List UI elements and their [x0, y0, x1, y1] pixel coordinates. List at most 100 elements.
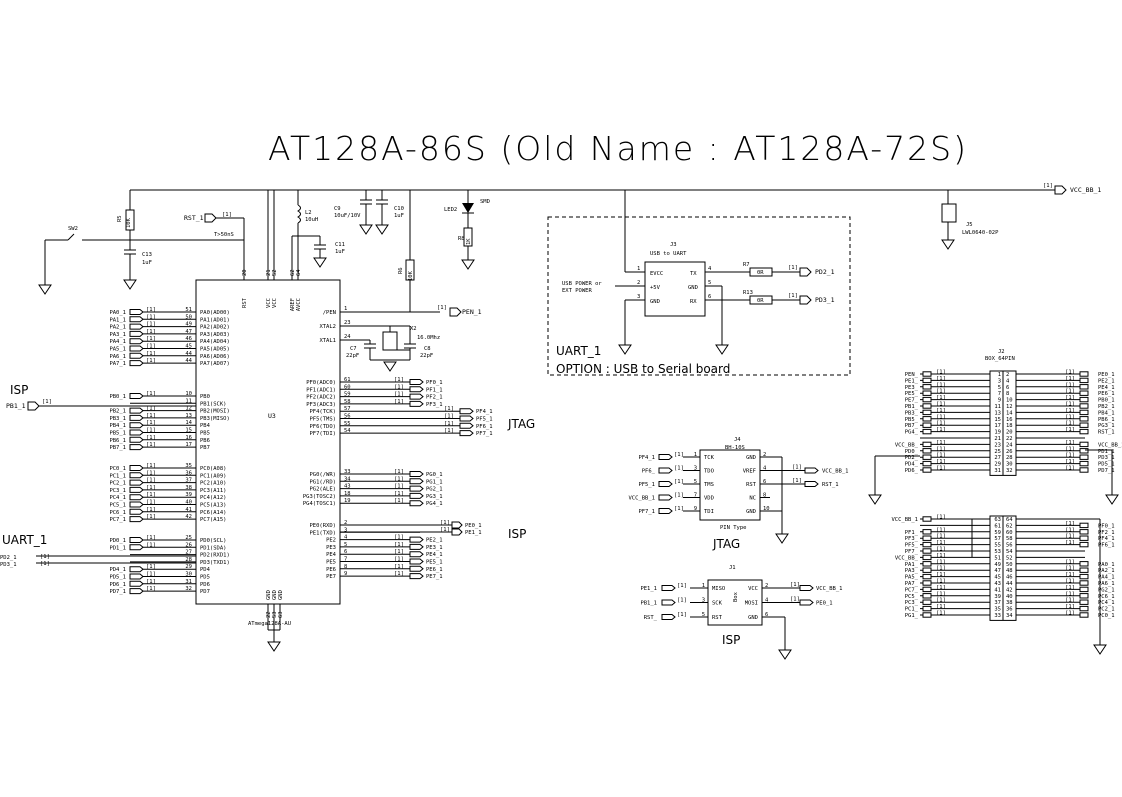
mcu-pin-name: PC0(A08) [200, 466, 227, 472]
j2-net-label: PE3_ [905, 385, 919, 391]
net-tag: [1] [1065, 611, 1075, 617]
j2-pin-num: 57 [994, 536, 1001, 542]
svg-text:GND: GND [688, 285, 698, 291]
mcu-net-label: PD0_1 [109, 538, 126, 544]
svg-text:16.0Mhz: 16.0Mhz [417, 335, 440, 341]
svg-text:[1]: [1] [788, 293, 798, 299]
j2-net-label: PB3_ [905, 410, 919, 416]
j2-net-label: PA7_ [905, 581, 919, 587]
svg-text:PD2_1: PD2_1 [0, 555, 17, 561]
j2-pin-num: 47 [994, 568, 1001, 574]
mcu-pin-name: PF2(ADC2) [306, 395, 336, 401]
j1-box-label: Box [733, 591, 739, 602]
mcu-pin-num: 63 [278, 611, 284, 618]
j2-net-label: PD3_1 [1098, 455, 1115, 461]
svg-text:PEN_1: PEN_1 [462, 308, 482, 316]
uart-section-label: UART_1 [2, 533, 47, 547]
mcu-pin-name: PD4 [200, 567, 211, 573]
mcu-net-label: PC4_1 [109, 495, 126, 501]
net-tag: [1] [146, 442, 156, 448]
mcu-pin-name: PG0(/WR) [310, 472, 337, 478]
svg-text:EVCC: EVCC [650, 271, 663, 277]
mcu-pin-name: PF6(TDO) [310, 424, 337, 430]
j2-pin-num: 6 [1006, 385, 1009, 391]
mcu-pin-num: 19 [344, 498, 351, 504]
j2-pin-num: 59 [994, 530, 1001, 536]
net-tag: [1] [146, 406, 156, 412]
mcu-pin-num: 11 [185, 398, 192, 404]
mcu-pin-num: 2 [344, 520, 347, 526]
mcu-pin-num: 36 [185, 470, 192, 476]
j4-pin-num: 1 [694, 452, 697, 458]
mcu-net-label: PA3_1 [109, 332, 126, 338]
j2-net-label: PF3_ [905, 536, 919, 542]
j2-pin-num: 62 [1006, 523, 1013, 529]
sw2-switch [67, 233, 75, 241]
mcu-net-label: PA6_1 [109, 354, 126, 360]
net-tag: [1] [444, 414, 454, 420]
j2-net-label: RST_1 [1098, 430, 1115, 436]
svg-text:2: 2 [637, 280, 640, 286]
mcu-net-label: PD4_1 [109, 567, 126, 573]
j1-net-label: RST_ [644, 615, 658, 621]
net-tag: [1] [146, 579, 156, 585]
mcu-pin-num: 23 [344, 320, 351, 326]
mcu-net-label: PB2_1 [109, 409, 126, 415]
j2-pin-num: 41 [994, 587, 1001, 593]
mcu-pin-name: PC2(A10) [200, 481, 227, 487]
net-tag: [1] [444, 406, 454, 412]
j2-net-label: PA4_1 [1098, 575, 1115, 581]
net-tag: [1] [936, 421, 946, 427]
mcu-pin-num: 45 [185, 344, 192, 350]
j2-net-label: PE0_1 [1098, 372, 1115, 378]
svg-text:R13: R13 [743, 290, 753, 296]
j2-net-label: PD1_1 [1098, 449, 1115, 455]
net-tag: [1] [394, 476, 404, 482]
svg-text:R6: R6 [398, 267, 404, 274]
net-tag: [1] [674, 506, 684, 512]
mcu-net-label: PF5_1 [476, 417, 493, 423]
mcu-net-label: PA2_1 [109, 325, 126, 331]
mcu-pin-name: PF3(ADC3) [306, 402, 336, 408]
net-tag: [1] [1065, 459, 1075, 465]
net-tag: [1] [394, 498, 404, 504]
mcu-net-label: PF0_1 [426, 380, 443, 386]
svg-text:LWL0640-02P: LWL0640-02P [962, 230, 999, 236]
j1-pin-num: 5 [702, 612, 705, 618]
mcu-net-label: PG1_1 [426, 479, 443, 485]
gnd-symbol [1105, 494, 1119, 505]
net-tag: [1] [677, 612, 687, 618]
j2-net-label: PF2_1 [1098, 530, 1115, 536]
net-tag: [1] [146, 507, 156, 513]
mcu-pin-name: RST [242, 297, 248, 308]
mcu-net-label: PF4_1 [476, 409, 493, 415]
mcu-pin-name: PE3 [326, 545, 336, 551]
net-tag: [1] [792, 465, 802, 471]
j1-pin-num: 3 [702, 598, 705, 604]
mcu-pin-num: 35 [185, 463, 192, 469]
j4-pin-name: TMS [704, 482, 714, 488]
net-tag: [1] [1065, 540, 1075, 546]
j2-pin-num: 63 [994, 517, 1001, 523]
mcu-pin-num: 20 [242, 269, 248, 276]
j2-net-label: PA5_ [905, 575, 919, 581]
j4-pin-name: TDI [704, 509, 714, 515]
net-tag: [1] [394, 384, 404, 390]
j1-pin-name: MOSI [745, 601, 758, 607]
net-tag: [1] [146, 435, 156, 441]
net-tag: [1] [1065, 534, 1075, 540]
gnd-symbol [267, 641, 281, 652]
mcu-pin-num: 4 [344, 535, 348, 541]
mcu-net-label: PB3_1 [109, 416, 126, 422]
mcu-pin-num: 38 [185, 485, 192, 491]
svg-text:ATmega128A-AU: ATmega128A-AU [248, 621, 291, 627]
j2-net-label: PD0_ [905, 449, 919, 455]
mcu-net-label: PC2_1 [109, 481, 126, 487]
net-tag: [1] [146, 514, 156, 520]
net-tag: [1] [394, 469, 404, 475]
j2-pin-num: 45 [994, 575, 1001, 581]
j1-pin-num: 2 [765, 583, 768, 589]
j4-pin-name: GND [746, 509, 756, 515]
net-tag: [1] [936, 585, 946, 591]
net-tag: [1] [146, 391, 156, 397]
